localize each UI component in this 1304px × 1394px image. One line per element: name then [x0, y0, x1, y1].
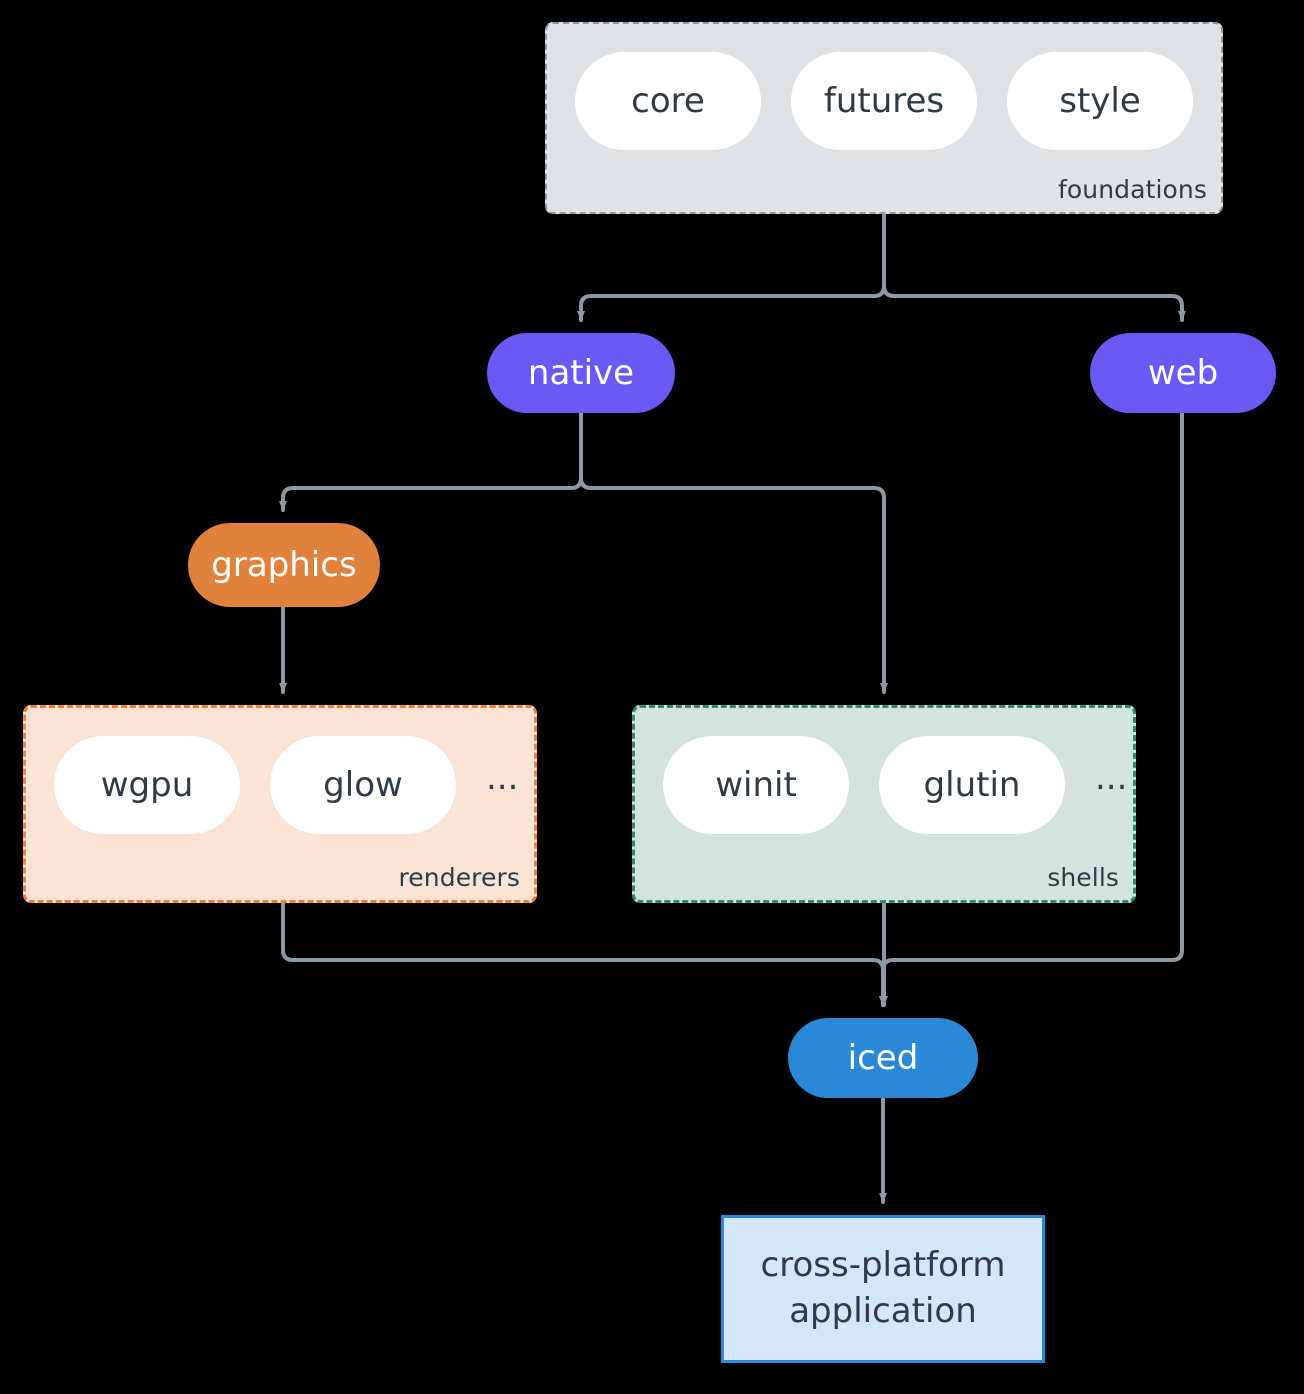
- node-wgpu[interactable]: wgpu: [54, 736, 240, 834]
- group-shells: winit glutin ... shells: [632, 705, 1136, 903]
- node-style[interactable]: style: [1007, 52, 1193, 150]
- shells-items: winit glutin ...: [635, 708, 1127, 834]
- renderers-items: wgpu glow ...: [26, 708, 518, 834]
- node-graphics[interactable]: graphics: [188, 523, 380, 607]
- edge-foundations-native: [577, 212, 886, 322]
- edge-native-graphics: [279, 411, 583, 512]
- group-label-shells: shells: [1047, 863, 1119, 892]
- node-futures[interactable]: futures: [791, 52, 977, 150]
- edge-renderers-iced: [281, 901, 887, 1007]
- node-glow[interactable]: glow: [270, 736, 456, 834]
- node-web[interactable]: web: [1090, 333, 1276, 413]
- renderers-more-ellipsis: ...: [486, 758, 519, 798]
- shells-more-ellipsis: ...: [1095, 758, 1128, 798]
- node-glutin[interactable]: glutin: [879, 736, 1065, 834]
- group-renderers: wgpu glow ... renderers: [23, 705, 537, 903]
- node-core[interactable]: core: [575, 52, 761, 150]
- node-native[interactable]: native: [487, 333, 675, 413]
- node-winit[interactable]: winit: [663, 736, 849, 834]
- edge-native-shells: [579, 411, 888, 694]
- foundations-items: core futures style: [547, 24, 1193, 150]
- application-line-1: cross-platform: [760, 1245, 1006, 1286]
- node-cross-platform-application[interactable]: cross-platform application: [721, 1215, 1045, 1363]
- group-label-renderers: renderers: [398, 863, 520, 892]
- group-label-foundations: foundations: [1058, 175, 1207, 204]
- edge-foundations-web: [882, 212, 1186, 322]
- application-line-2: application: [789, 1291, 977, 1331]
- group-foundations: core futures style foundations: [545, 22, 1223, 214]
- node-iced[interactable]: iced: [788, 1018, 978, 1098]
